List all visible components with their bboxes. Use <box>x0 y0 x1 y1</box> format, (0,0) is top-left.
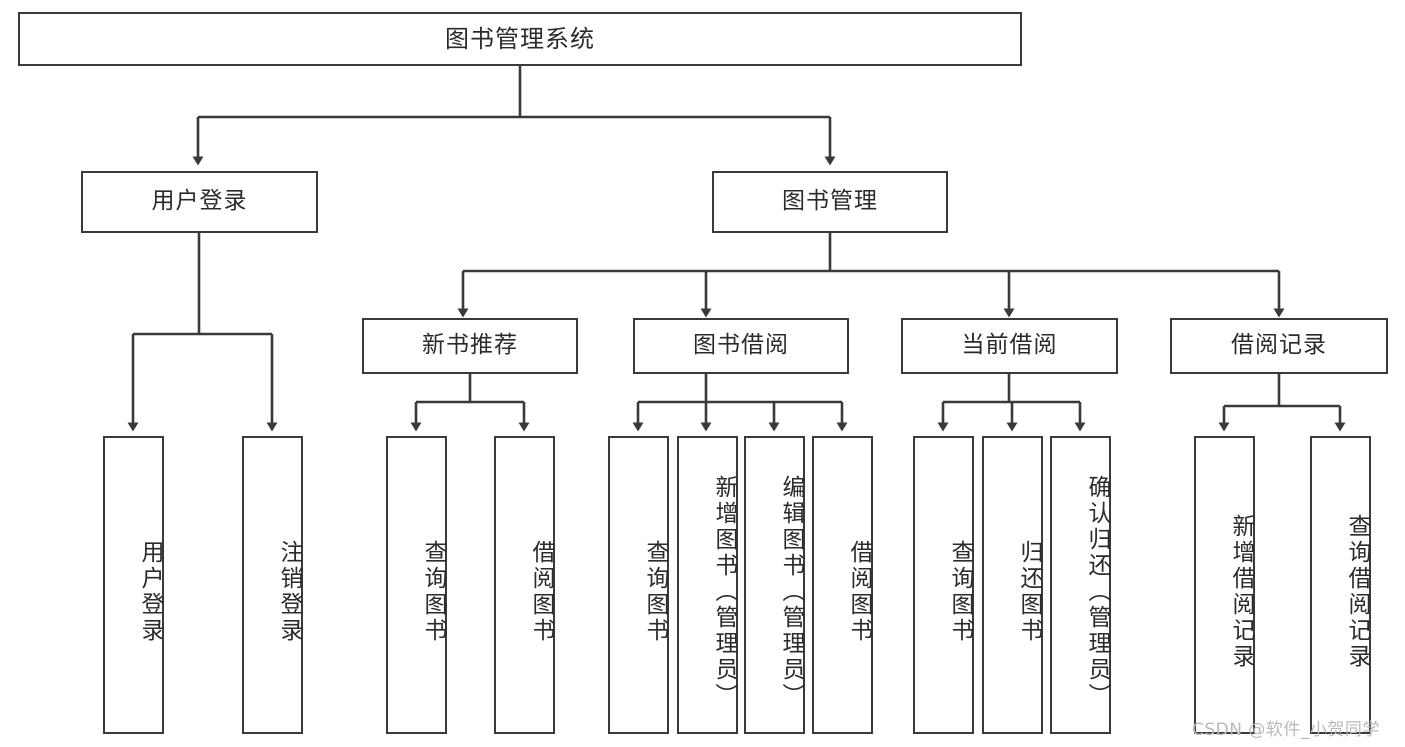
node-label: 新书推荐 <box>422 332 518 359</box>
node-label: 编辑图书（管理员） <box>778 475 804 709</box>
node-current-borrow[interactable]: 当前借阅 <box>901 318 1118 374</box>
leaf-new-book-query[interactable]: 查询图书 <box>386 436 447 734</box>
node-book-management[interactable]: 图书管理 <box>712 171 948 233</box>
node-label: 查询图书 <box>947 540 973 644</box>
leaf-current-borrow-query[interactable]: 查询图书 <box>913 436 974 734</box>
node-borrow-record[interactable]: 借阅记录 <box>1170 318 1388 374</box>
node-label: 借阅图书 <box>846 540 872 644</box>
node-label: 当前借阅 <box>961 332 1058 359</box>
node-label: 确认归还（管理员） <box>1084 475 1110 709</box>
leaf-current-borrow-return[interactable]: 归还图书 <box>982 436 1043 734</box>
node-label: 用户登录 <box>137 540 163 644</box>
node-user-login[interactable]: 用户登录 <box>81 171 318 233</box>
node-root-system[interactable]: 图书管理系统 <box>18 12 1022 66</box>
node-label: 图书管理 <box>782 188 878 215</box>
leaf-user-login-logout[interactable]: 注销登录 <box>242 436 303 734</box>
node-label: 图书管理系统 <box>445 24 595 53</box>
node-label: 查询图书 <box>642 540 668 644</box>
node-label: 借阅图书 <box>528 540 554 644</box>
node-label: 借阅记录 <box>1231 332 1327 359</box>
leaf-current-borrow-confirm-return[interactable]: 确认归还（管理员） <box>1050 436 1111 734</box>
leaf-borrow-record-add[interactable]: 新增借阅记录 <box>1194 436 1255 734</box>
node-book-borrow[interactable]: 图书借阅 <box>633 318 849 374</box>
node-label: 用户登录 <box>151 188 248 215</box>
node-label: 新增图书（管理员） <box>711 475 737 709</box>
node-label: 归还图书 <box>1016 540 1042 644</box>
node-label: 注销登录 <box>276 540 302 644</box>
leaf-new-book-borrow[interactable]: 借阅图书 <box>494 436 555 734</box>
node-label: 图书借阅 <box>693 332 789 359</box>
leaf-book-borrow-edit[interactable]: 编辑图书（管理员） <box>744 436 805 734</box>
node-label: 查询借阅记录 <box>1344 514 1370 670</box>
leaf-book-borrow-add[interactable]: 新增图书（管理员） <box>677 436 738 734</box>
csdn-watermark: CSDN @软件_小贺同学 <box>1192 720 1380 740</box>
node-label: 查询图书 <box>420 540 446 644</box>
leaf-user-login-login[interactable]: 用户登录 <box>103 436 164 734</box>
leaf-book-borrow-borrow[interactable]: 借阅图书 <box>812 436 873 734</box>
node-label: 新增借阅记录 <box>1228 514 1254 670</box>
node-new-book-recommend[interactable]: 新书推荐 <box>362 318 578 374</box>
leaf-book-borrow-query[interactable]: 查询图书 <box>608 436 669 734</box>
leaf-borrow-record-query[interactable]: 查询借阅记录 <box>1310 436 1371 734</box>
